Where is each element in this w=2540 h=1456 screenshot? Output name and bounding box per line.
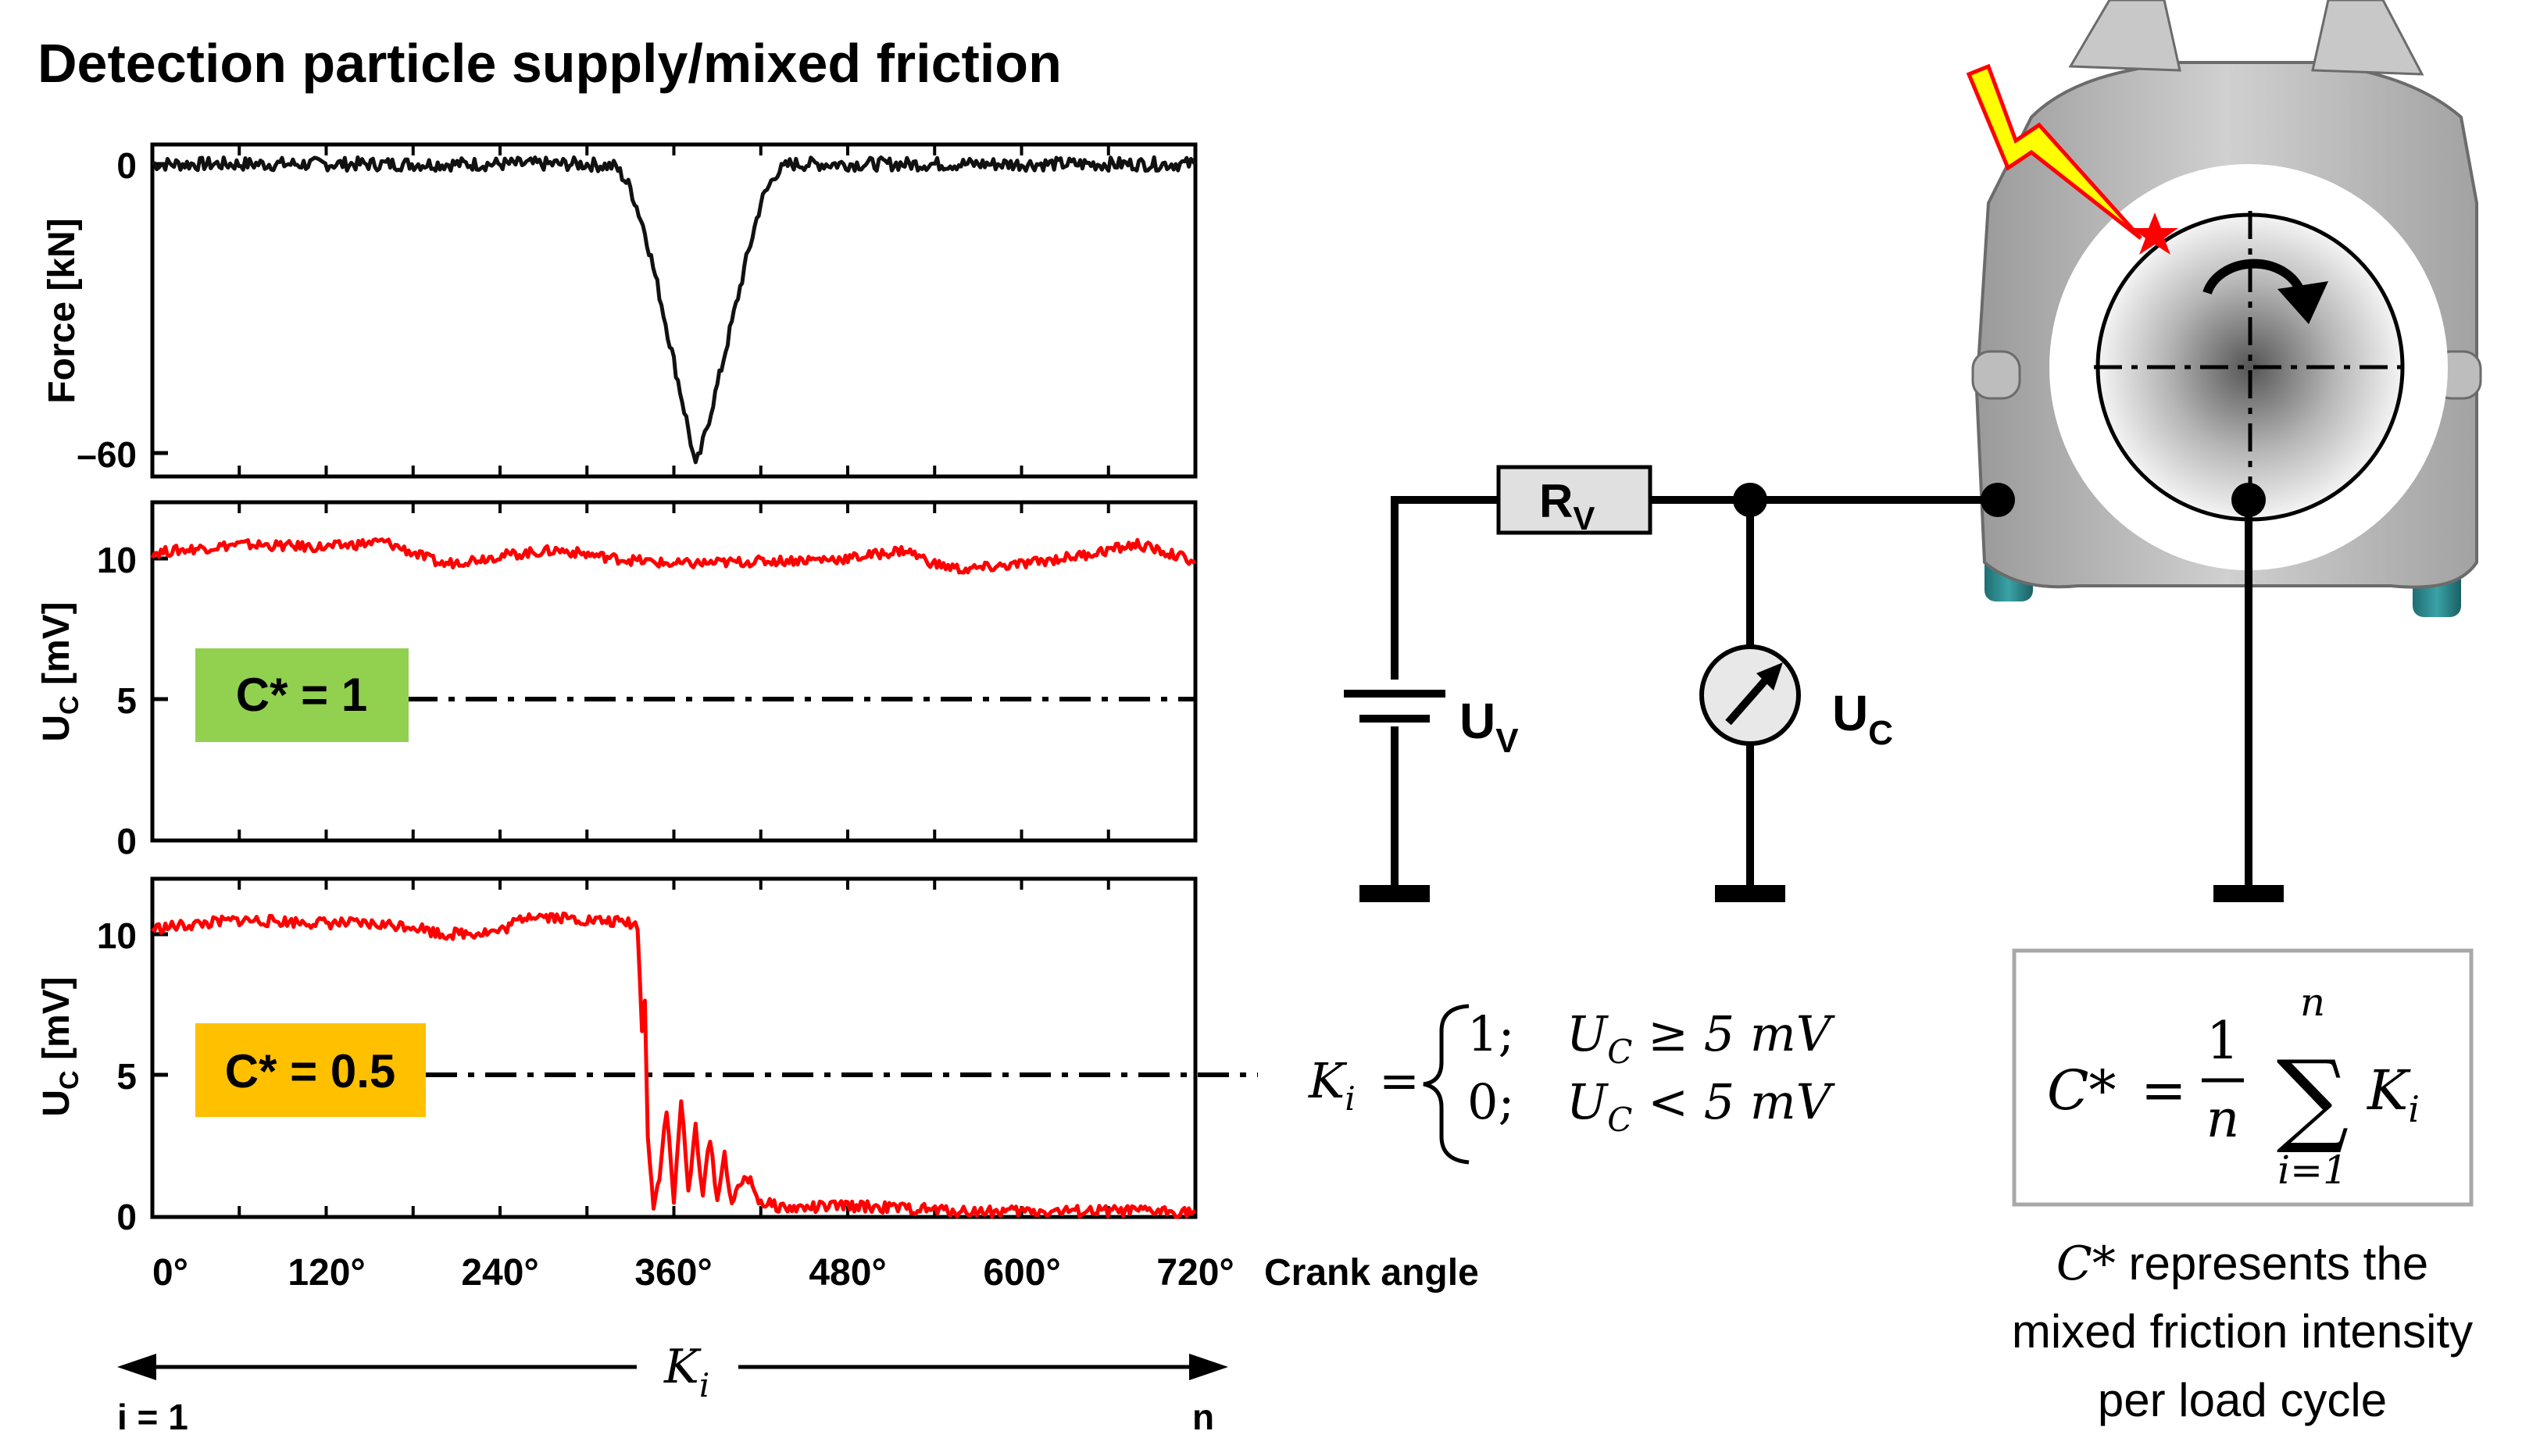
rod-side-lug-left [1971, 350, 2021, 400]
formula-c-sigma: ∑ [2277, 1038, 2349, 1157]
x-tick-label-240: 240° [461, 1252, 538, 1294]
x-tick-label-360: 360° [634, 1252, 712, 1294]
x-tick-labels: 0° 120° 240° 360° 480° 600° 720° Crank a… [152, 1252, 1479, 1294]
uc1-x-ticks [238, 502, 1110, 840]
x-tick-label-0: 0° [152, 1252, 188, 1294]
uc1-y-label: UC [mV] [36, 601, 84, 741]
rod-shaft-right [2311, 0, 2424, 76]
x-axis-label: Crank angle [1264, 1252, 1479, 1294]
formula-c-star-box: C* = 1 n n ∑ i=1 Ki [2012, 948, 2474, 1207]
contact-spark-icon [2131, 212, 2178, 255]
formula-c-term: Ki [2366, 1058, 2420, 1130]
caption: C* represents the mixed friction intensi… [2012, 1237, 2473, 1426]
wire-source-to-resistor [1391, 496, 1499, 890]
arrow-right-head [1189, 1354, 1228, 1380]
uc2-tick-label-10: 10 [97, 915, 137, 956]
formula-k-row2-value: 0; [1467, 1073, 1514, 1130]
badge-c-star-05-label: C* = 0.5 [225, 1045, 395, 1097]
formula-c-sum-lower: i=1 [2277, 1147, 2348, 1193]
formula-c-denominator: n [2206, 1089, 2240, 1149]
uc1-panel: 10 5 0 UC [mV] C* = 1 [36, 500, 1198, 862]
force-panel: 0 –60 Force [kN] [41, 142, 1198, 479]
uc1-tick-label-5: 5 [116, 680, 137, 721]
force-x-ticks [238, 145, 1110, 476]
x-tick-label-720: 720° [1156, 1252, 1234, 1294]
rotation-arrow-arc [2202, 259, 2306, 295]
formula-c-sum-upper: n [2300, 980, 2325, 1025]
force-tick-label-0: 0 [116, 145, 137, 186]
formula-k-brace [1423, 1004, 1470, 1165]
cycle-index-arrow: Ki i = 1 n [117, 1340, 1228, 1437]
badge-c-star-05 [195, 1023, 426, 1117]
uc2-tick-label-0: 0 [116, 1197, 137, 1237]
ground-meter [1715, 885, 1785, 902]
meter-uc-label: UC [1832, 685, 1893, 752]
figure-title: Detection particle supply/mixed friction [38, 33, 1062, 94]
formula-c-equals: = [2141, 1058, 2187, 1122]
force-series-line [152, 155, 1197, 465]
voltmeter-needle-arrow-icon [1756, 662, 1783, 691]
arrow-center-label: Ki [663, 1340, 709, 1404]
force-panel-frame [150, 142, 1198, 479]
formula-k-definition: Ki = 1; UC ≥ 5 mV 0; UC < 5 mV [1308, 1004, 1836, 1165]
formula-k-row2-condition: UC < 5 mV [1567, 1073, 1836, 1139]
formula-k-row1-value: 1; [1467, 1005, 1514, 1062]
x-tick-label-480: 480° [809, 1252, 886, 1294]
rod-shaft-left [2068, 0, 2181, 72]
uc1-series-line [150, 537, 1197, 575]
formula-k-lhs: Ki [1308, 1052, 1356, 1118]
rotation-arrow-head [2277, 281, 2328, 324]
caption-line-1: C* represents the [2056, 1237, 2428, 1291]
formula-k-equals: = [1379, 1052, 1420, 1109]
formula-box-frame [2012, 948, 2474, 1207]
formula-c-lhs: C* [2047, 1058, 2117, 1122]
bearing-illustration [1966, 0, 2482, 617]
uc2-tick-label-5: 5 [116, 1056, 137, 1097]
formula-k-row1-condition: UC ≥ 5 mV [1567, 1005, 1836, 1071]
force-y-label: Force [kN] [41, 218, 83, 403]
uc2-series-line [151, 911, 1196, 1219]
uc2-panel: 10 5 0 UC [mV] C* = 0.5 [36, 876, 1258, 1237]
junction-node-bearing [1981, 483, 2015, 517]
resistor-rv [1496, 465, 1652, 535]
ground-journal [2213, 885, 2284, 902]
source-uv-label: UV [1459, 693, 1519, 760]
badge-c-star-1 [195, 648, 409, 742]
caption-line-3: per load cycle [2098, 1374, 2387, 1426]
lightning-icon [1966, 63, 2142, 240]
arrow-left-head [117, 1354, 156, 1380]
voltmeter-needle [1725, 675, 1770, 726]
force-tick-label-60: –60 [77, 434, 137, 475]
arrow-right-label: n [1192, 1397, 1214, 1437]
uc1-tick-label-0: 0 [116, 821, 137, 862]
measurement-circuit: RV UV UC [1344, 465, 2284, 902]
x-tick-label-600: 600° [983, 1252, 1060, 1294]
ground-source [1359, 885, 1430, 902]
resistor-rv-label: RV [1539, 475, 1595, 537]
formula-c-numerator: 1 [2206, 1011, 2239, 1071]
caption-line-2: mixed friction intensity [2012, 1305, 2473, 1358]
x-tick-label-120: 120° [288, 1252, 365, 1294]
uc2-y-label: UC [mV] [36, 976, 84, 1116]
badge-c-star-1-label: C* = 1 [236, 669, 367, 721]
uc1-tick-label-10: 10 [97, 540, 137, 580]
arrow-left-label: i = 1 [117, 1397, 188, 1437]
